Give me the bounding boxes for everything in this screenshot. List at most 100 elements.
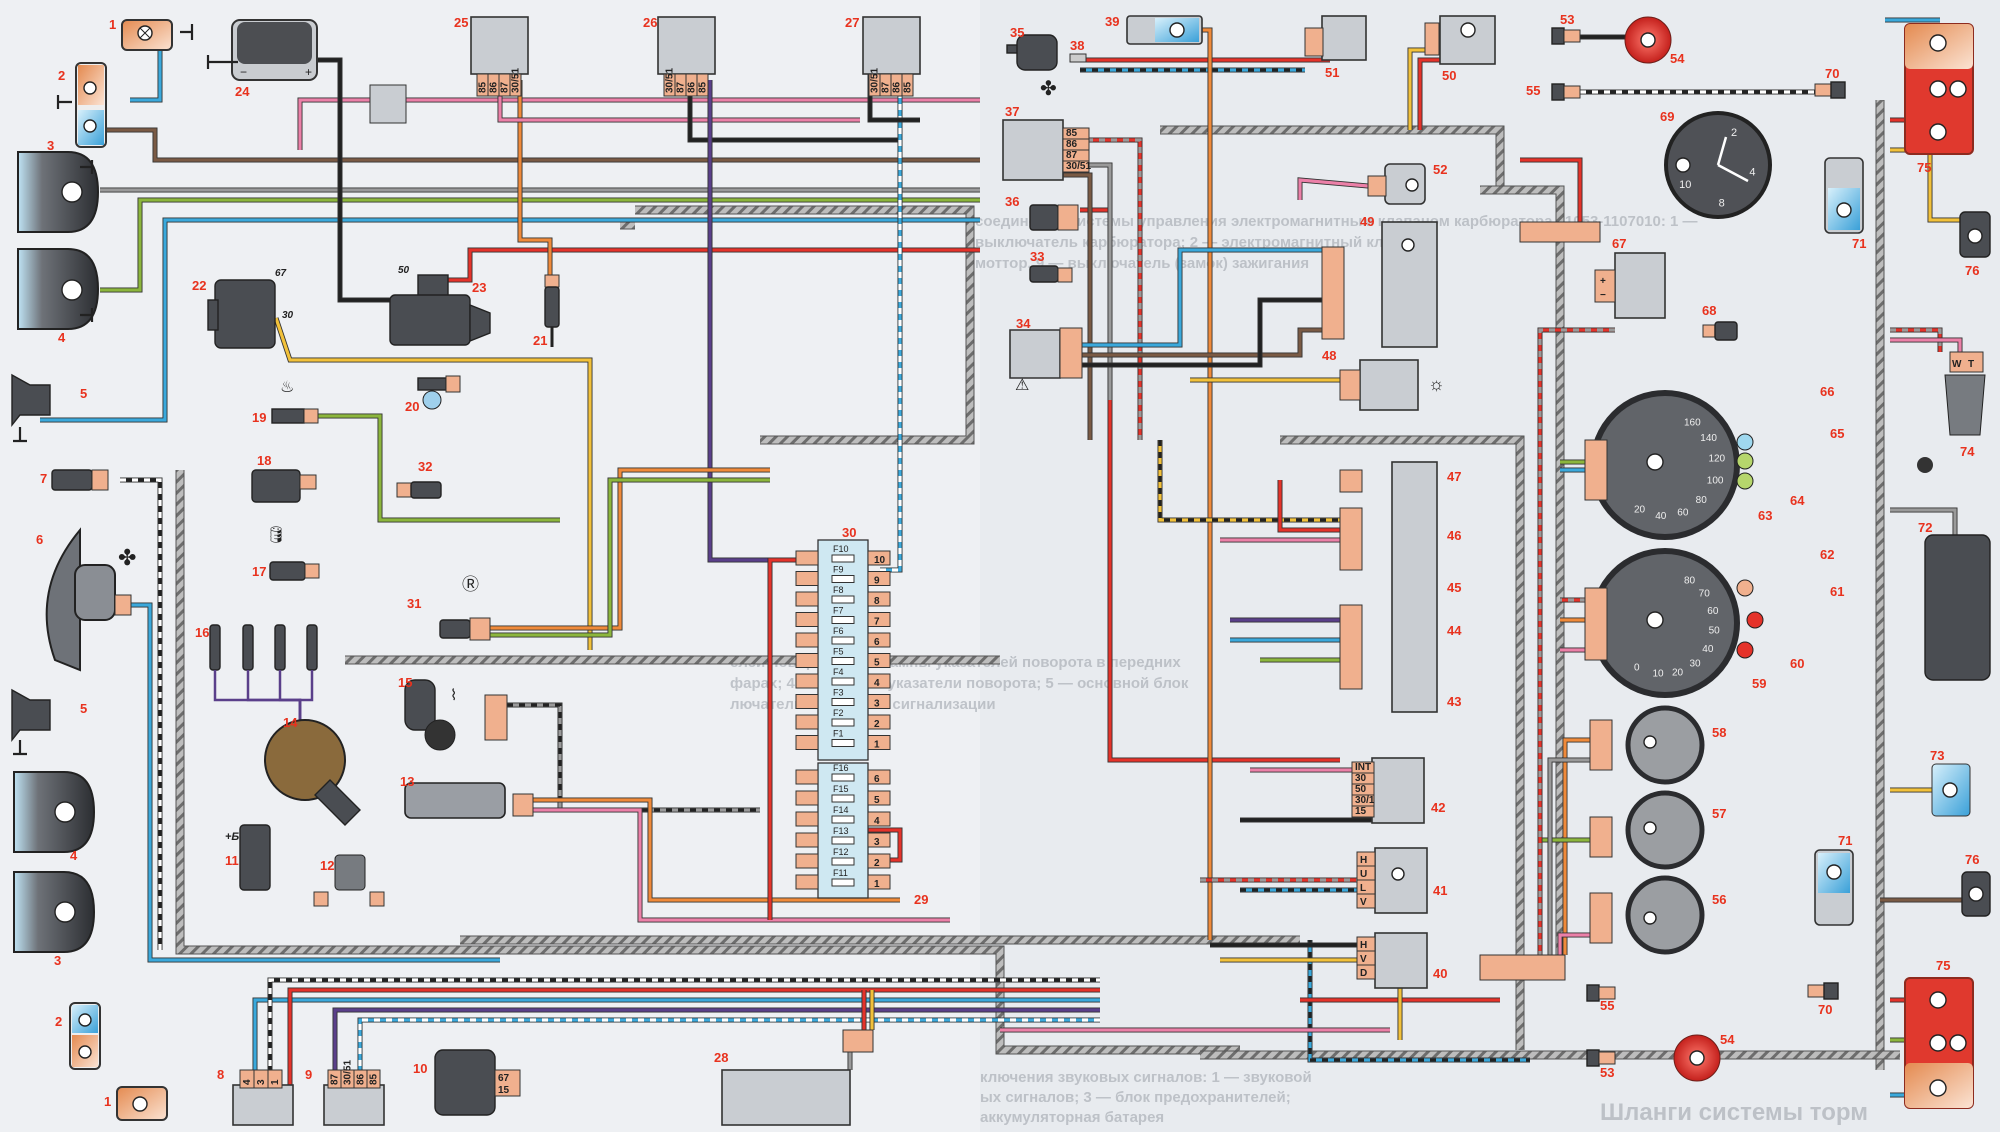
component-70-second[interactable]: 70 (1807, 982, 1839, 1017)
component-31[interactable]: Ⓡ 31 (407, 575, 491, 641)
component-32[interactable]: 32 (396, 459, 442, 499)
component-4[interactable]: 4 (17, 248, 100, 345)
component-3-second[interactable]: 3 (13, 871, 96, 968)
component-75-second[interactable]: 75 (1904, 958, 1974, 1109)
gauge-tick-label: 10 (1652, 669, 1664, 680)
spark-plug (306, 624, 318, 671)
wire-orange (1200, 28, 1212, 940)
component-switch-stack[interactable]: 47 46 45 44 43 (1339, 461, 1462, 713)
component-24[interactable]: − + 24 (206, 19, 318, 99)
component-73[interactable]: 73 (1930, 748, 1971, 817)
wire-green (100, 198, 980, 292)
component-7[interactable]: 7 (40, 469, 109, 491)
wire-violet (708, 80, 820, 562)
component-5-second[interactable]: 5 (11, 688, 87, 756)
fuse-label: F6 (833, 626, 844, 636)
component-1-second[interactable]: 1 (104, 1086, 168, 1121)
gauge-tick-label: 20 (1634, 504, 1646, 515)
component-22[interactable]: 67 30 22 (192, 268, 294, 349)
component-2-second[interactable]: 2 (55, 1002, 101, 1070)
component-76[interactable]: 76 (1959, 211, 1991, 278)
component-67[interactable]: + − 67 (1594, 236, 1666, 319)
component-76-second[interactable]: 76 (1961, 852, 1991, 917)
component-23[interactable]: 50 23 (389, 265, 491, 346)
component-15[interactable]: ⌇ 15 (398, 675, 508, 751)
component-40[interactable]: HVD 40 (1356, 932, 1447, 989)
component-38[interactable] (1069, 53, 1087, 63)
component-number: 30 (842, 525, 856, 540)
component-36[interactable]: 36 (1005, 194, 1079, 231)
component-number: 58 (1712, 725, 1726, 740)
component-3[interactable]: 3 (17, 138, 100, 233)
component-33[interactable]: 33 (1029, 249, 1073, 283)
component-21[interactable]: 21 (533, 274, 560, 348)
component-1[interactable]: 1 (109, 17, 194, 51)
component-52[interactable]: 52 (1367, 162, 1447, 205)
component-53-second[interactable]: 53 (1586, 1049, 1616, 1080)
component-12[interactable]: 12 (313, 854, 385, 907)
component-6[interactable]: ✤ 6 (36, 527, 136, 672)
component-71[interactable]: 71 (1824, 157, 1866, 251)
component-34[interactable]: ⚠ 34 (1009, 316, 1083, 394)
component-5[interactable]: 5 (11, 373, 87, 443)
component-55-second[interactable]: 55 (1586, 984, 1616, 1013)
component-57[interactable]: 57 (1589, 790, 1726, 870)
wire-harness (1280, 436, 1524, 1050)
component-50[interactable]: 50 (1424, 15, 1496, 83)
component-11[interactable]: +Б 11 (225, 824, 271, 891)
component-4-second[interactable]: 4 (13, 771, 96, 863)
component-65-number: 65 (1830, 426, 1844, 441)
component-19[interactable]: ♨ 19 (252, 379, 319, 425)
component-49[interactable]: 49 (1321, 214, 1438, 348)
component-56[interactable]: 56 (1589, 875, 1726, 955)
fuse-f5 (831, 657, 855, 665)
component-18[interactable]: 18 (251, 453, 317, 503)
fuse-terminal-right (867, 832, 891, 848)
component-58[interactable]: 58 (1589, 705, 1726, 785)
component-2[interactable]: 2 (56, 62, 107, 148)
component-13[interactable]: 13 (400, 774, 534, 819)
component-10[interactable]: 67 15 10 (413, 1049, 521, 1116)
component-14[interactable]: 14 (264, 715, 361, 826)
component-53[interactable]: 53 (1551, 12, 1581, 45)
component-72[interactable]: 72 (1918, 520, 1991, 681)
component-71-second[interactable]: 71 (1814, 833, 1854, 926)
component-74[interactable]: W T 74 (1917, 351, 1986, 473)
fuse-terminal-right (867, 571, 891, 586)
component-70[interactable]: 70 (1814, 66, 1846, 99)
pin-plus-b: +Б (225, 831, 239, 843)
component-54[interactable]: 54 (1624, 16, 1685, 66)
component-number: 5 (80, 386, 87, 401)
component-17[interactable]: 🛢 17 (252, 526, 320, 581)
component-number: 21 (533, 333, 547, 348)
component-35[interactable]: ✤ 35 (1006, 25, 1058, 100)
component-55[interactable]: 55 (1526, 83, 1581, 101)
component-28[interactable]: 28 (714, 1029, 874, 1126)
component-number: 55 (1526, 83, 1540, 98)
pin-label: 87 (676, 81, 687, 93)
component-75[interactable]: 75 (1904, 23, 1974, 175)
component-39[interactable]: 39 (1105, 14, 1203, 45)
component-20[interactable]: 20 (405, 375, 461, 414)
component-number: 3 (47, 138, 54, 153)
component-51[interactable]: 51 (1304, 15, 1367, 80)
component-68[interactable]: 68 (1702, 303, 1738, 341)
component-number: 55 (1600, 998, 1614, 1013)
component-number: 41 (1433, 883, 1447, 898)
component-48[interactable]: ☼ 48 (1322, 348, 1445, 411)
component-54-second[interactable]: 54 (1673, 1032, 1735, 1082)
fuse-f2 (831, 718, 855, 727)
